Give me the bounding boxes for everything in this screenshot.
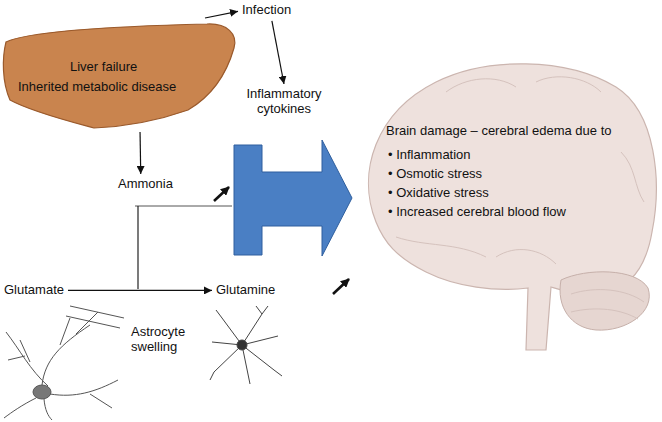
liver-shape: [3, 24, 234, 128]
liver-organ-outline: [2, 20, 234, 130]
cerebellum-shape: [560, 272, 649, 330]
increase-arrow: [333, 279, 349, 294]
node-subtext: • Increased cerebral blood flow: [388, 205, 566, 220]
arrow-connector: [139, 132, 141, 174]
node-subtext: • Inflammation: [388, 148, 471, 163]
astrocyte-sketch: [210, 306, 282, 384]
mediator-label: Inflammatory cytokines: [240, 86, 328, 118]
arrow-connector: [205, 11, 238, 18]
cause-label: Infection: [240, 2, 293, 19]
brain-shape: [369, 64, 657, 350]
arrow-connector: [68, 290, 212, 291]
node-text: Glutamate: [4, 283, 64, 298]
metabolite-label: Ammonia: [116, 176, 175, 193]
node-subtext: Inherited metabolic disease: [18, 80, 176, 95]
brain-organ-outline: [356, 52, 660, 352]
node-subtext: • Osmotic stress: [388, 167, 482, 182]
metabolite-label: Glutamate: [2, 282, 66, 299]
node-text: Inflammatory cytokines: [242, 87, 326, 117]
merge-arrow: [234, 140, 352, 256]
node-text: Liver failure: [70, 60, 137, 75]
inhibition-line: [137, 206, 138, 289]
ammonia-line: [135, 206, 232, 207]
node-text: Brain damage – cerebral edema due to: [386, 124, 611, 139]
node-text: Infection: [242, 3, 291, 18]
liver-organ: Liver failureInherited metabolic disease: [2, 20, 234, 130]
node-subtext: • Oxidative stress: [388, 186, 489, 201]
cell-label: Astrocyte swelling: [131, 325, 203, 355]
brain-organ: Brain damage – cerebral edema due to • In…: [356, 52, 660, 352]
metabolite-label: Glutamine: [214, 282, 277, 299]
arrow-connector: [272, 21, 284, 84]
node-text: Ammonia: [118, 177, 173, 192]
neuron-sketch: [4, 306, 124, 420]
node-text: Glutamine: [216, 283, 275, 298]
increase-arrow: [214, 187, 229, 201]
